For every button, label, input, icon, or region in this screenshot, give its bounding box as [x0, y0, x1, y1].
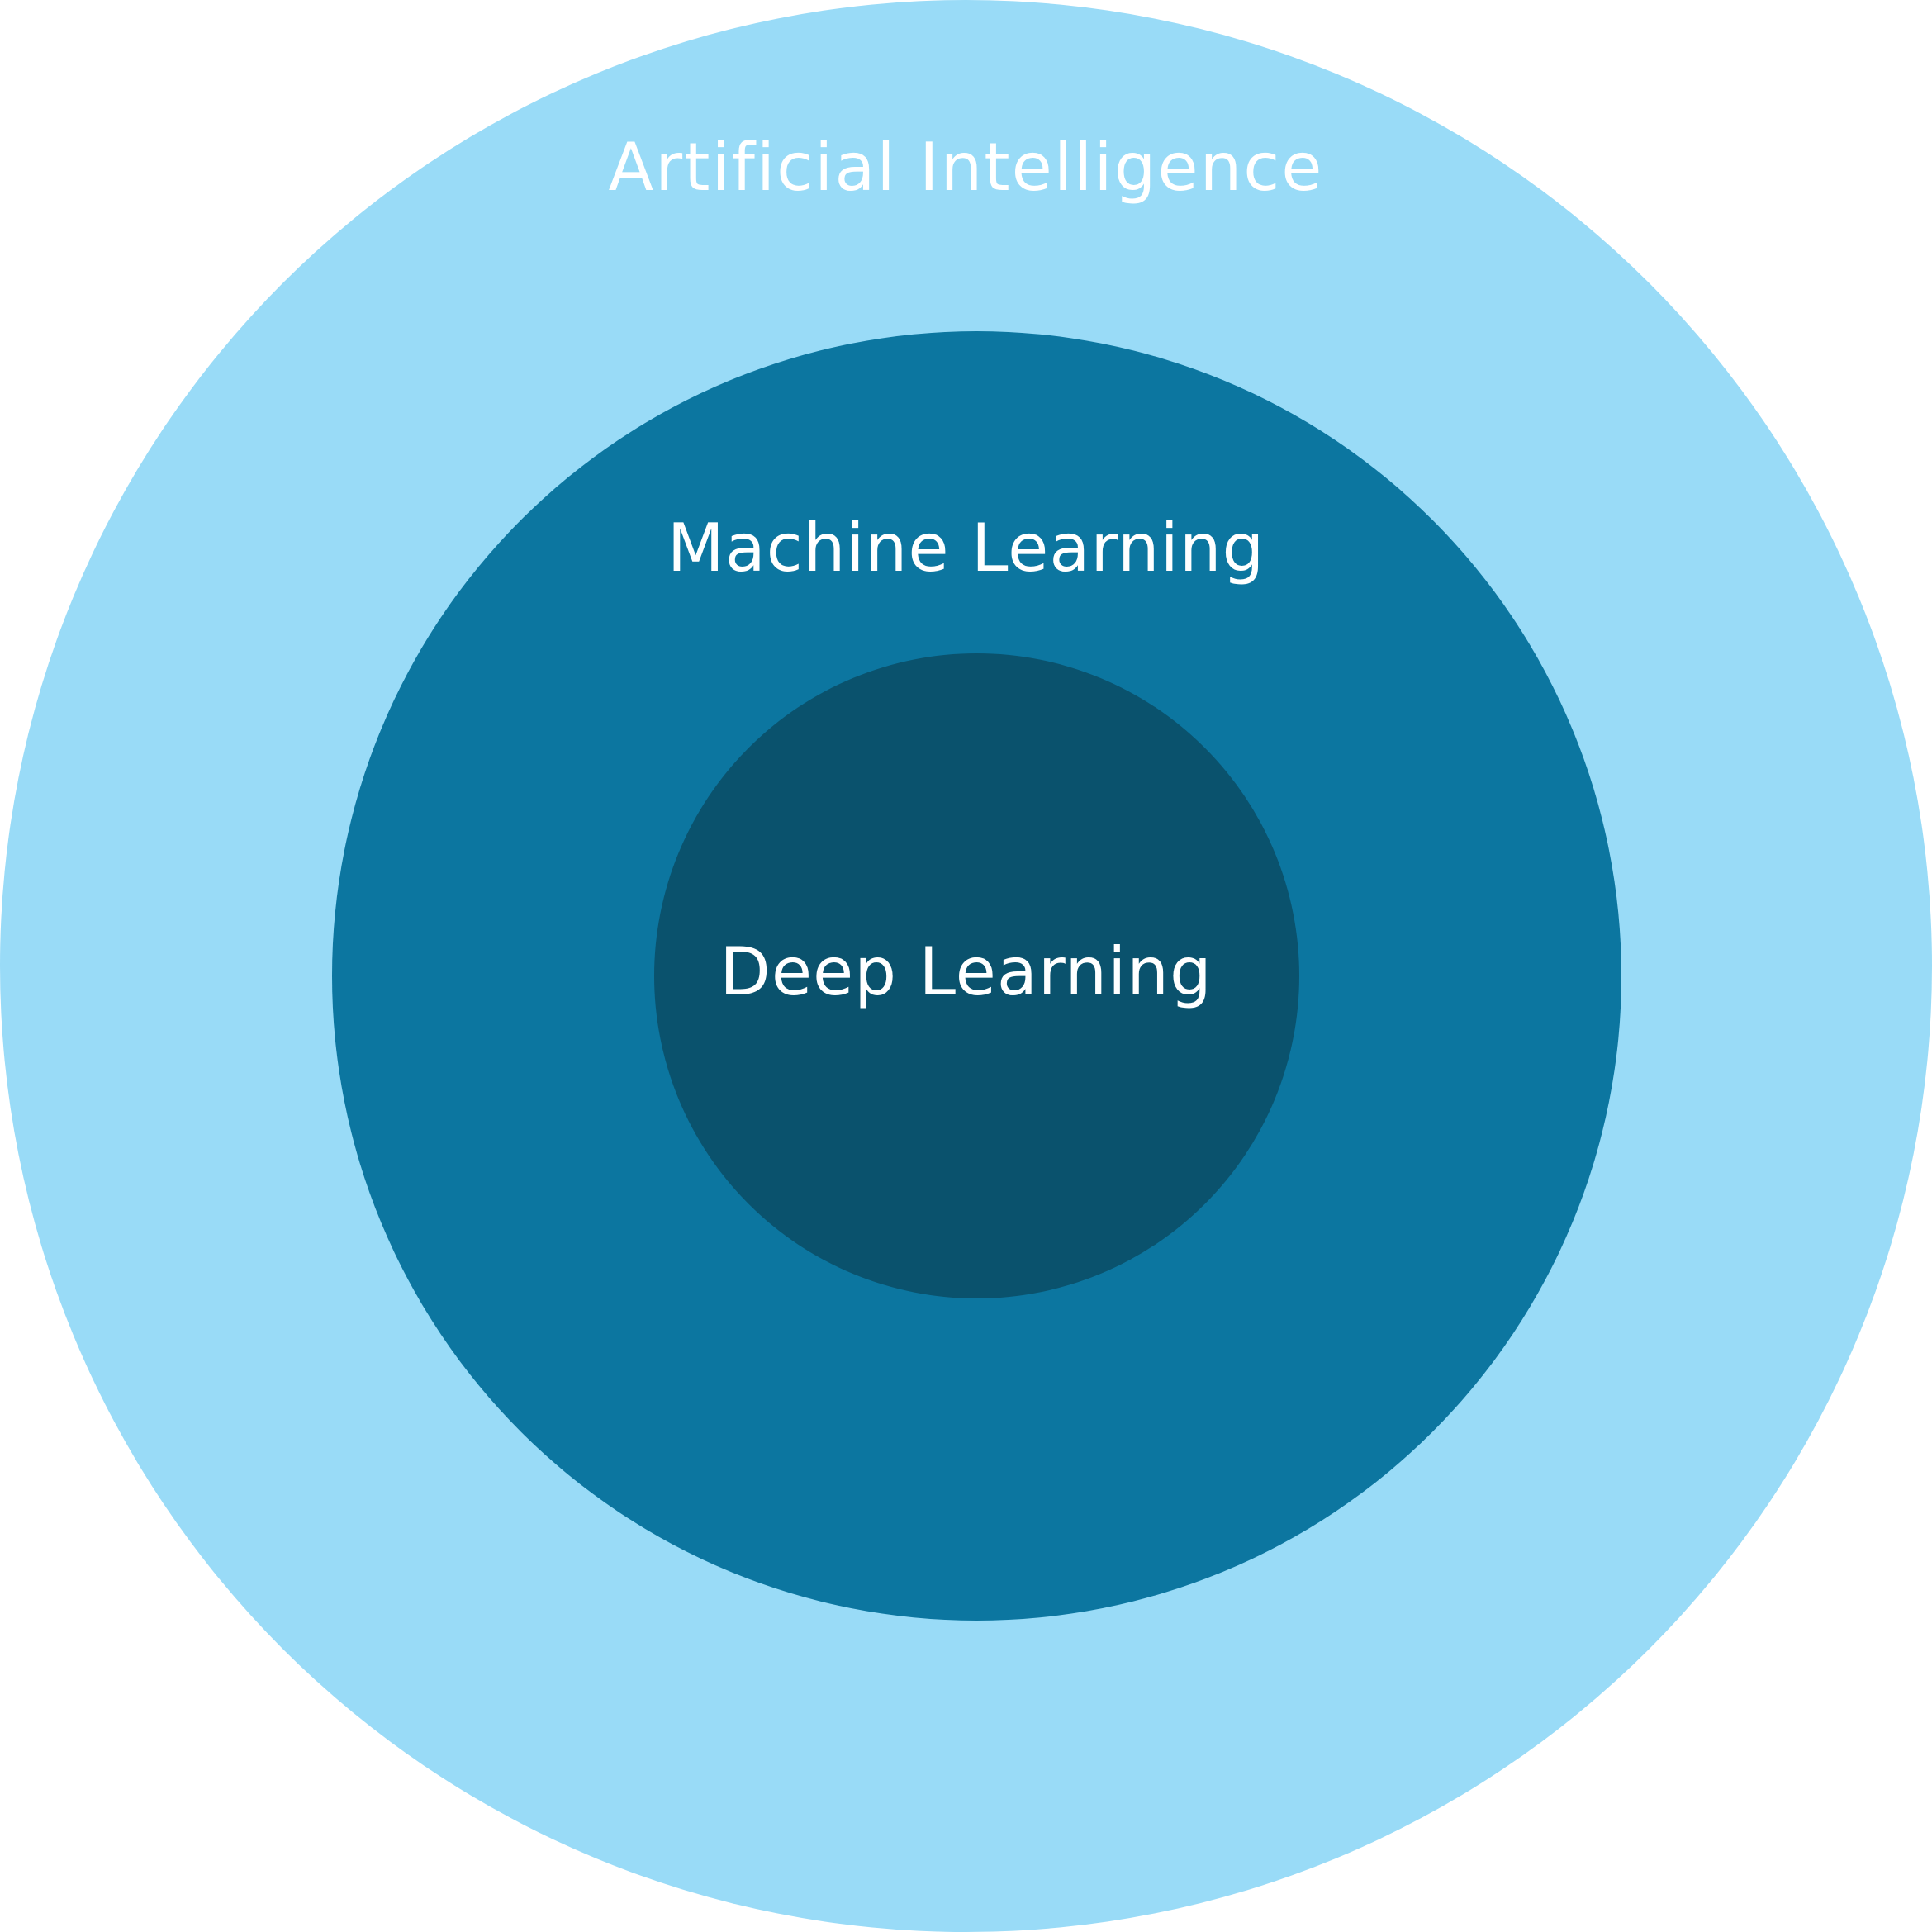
machine-learning-label: Machine Learning: [667, 510, 1265, 586]
deep-learning-label: Deep Learning: [719, 933, 1213, 1010]
artificial-intelligence-label: Artificial Intelligence: [608, 129, 1324, 206]
deep-learning-circle: [654, 653, 1299, 1298]
